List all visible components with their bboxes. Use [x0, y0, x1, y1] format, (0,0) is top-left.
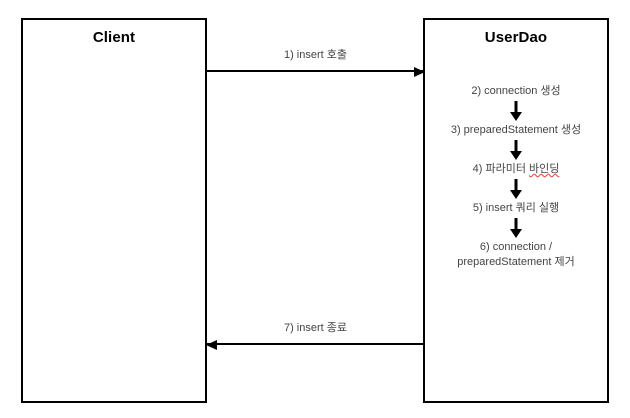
arrow-down-icon [510, 101, 522, 121]
step-label-3: 3) preparedStatement 생성 [450, 124, 582, 136]
step-label-6: 6) connection / preparedStatement 제거 [457, 241, 575, 268]
participant-title-client: Client [92, 29, 136, 46]
step-label-4-prefix: 4) 파라미터 [472, 163, 529, 175]
message-line-insert-done [207, 343, 424, 345]
message-insert-call: 1) insert 호출 [207, 40, 425, 77]
internal-step-list: 2) connection 생성 3) preparedStatement 생성… [425, 84, 607, 270]
arrow-down-icon [510, 179, 522, 199]
message-label-insert-done: 7) insert 종료 [283, 322, 348, 334]
step-label-2: 2) connection 생성 [471, 85, 561, 97]
message-label-insert-call: 1) insert 호출 [283, 49, 348, 61]
message-insert-done: 7) insert 종료 [206, 313, 424, 350]
participant-box-client: Client [21, 18, 207, 403]
participant-title-userdao: UserDao [484, 29, 548, 46]
arrow-down-icon [510, 218, 522, 238]
arrow-left-icon [206, 340, 217, 350]
arrow-right-icon [414, 67, 425, 77]
step-label-4: 4) 파라미터 바인딩 [425, 162, 607, 177]
step-label-5: 5) insert 쿼리 실행 [472, 202, 560, 214]
step-label-4-misspelled-word: 바인딩 [529, 163, 560, 175]
message-line-insert-call [207, 70, 424, 72]
arrow-down-icon [510, 140, 522, 160]
participant-box-userdao: UserDao [423, 18, 609, 403]
